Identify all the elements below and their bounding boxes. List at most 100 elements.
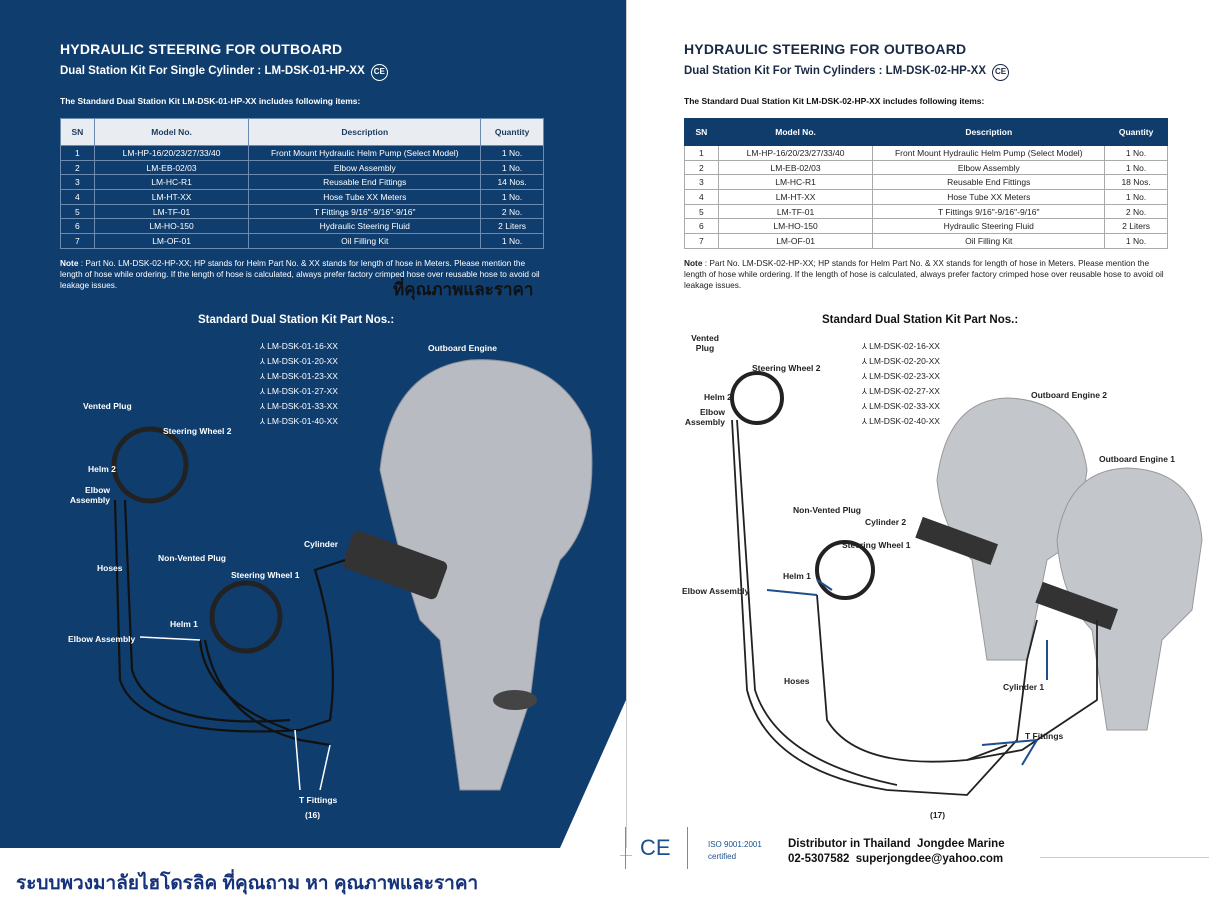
kit-intro: The Standard Dual Station Kit LM-DSK-01-… — [60, 96, 361, 106]
cylinder-shape — [342, 530, 448, 600]
table-cell: 1 No. — [480, 233, 544, 249]
column-header: Description — [872, 118, 1106, 146]
parts-title: Standard Dual Station Kit Part Nos.: — [198, 314, 395, 326]
iso-badge: ISO 9001:2001 certified — [708, 839, 762, 863]
certified-text: certified — [708, 852, 737, 861]
cylinder-2-shape — [915, 516, 999, 565]
label-non-vented-plug: Non-Vented Plug — [793, 505, 861, 515]
label-cylinder-1: Cylinder 1 — [1003, 682, 1045, 692]
part-number-item: LM-DSK-01-20-XX — [260, 354, 338, 369]
column-header: Model No. — [717, 118, 874, 146]
part-number-item: LM-DSK-01-27-XX — [260, 384, 338, 399]
label-helm-1: Helm 1 — [783, 571, 811, 581]
part-number-item: LM-DSK-02-33-XX — [862, 399, 940, 414]
steering-wheel-2-shape — [730, 371, 784, 425]
note: Note : Part No. LM-DSK-02-HP-XX; HP stan… — [60, 258, 550, 291]
iso-text: ISO 9001:2001 — [708, 840, 762, 849]
label-vented-plug: Vented Plug — [83, 401, 132, 411]
diagram-twin-cylinders — [730, 371, 1203, 796]
hoses-shape — [113, 499, 346, 747]
steering-wheel-2-shape — [111, 426, 189, 504]
distributor-name: Distributor in Thailand Jongdee Marine — [788, 838, 1005, 850]
part-number-item: LM-DSK-01-33-XX — [260, 399, 338, 414]
watermark: ที่คุณภาพและราคา — [393, 280, 534, 299]
label-outboard-engine-1: Outboard Engine 1 — [1099, 454, 1176, 464]
column-header: Quantity — [480, 118, 544, 146]
note-label: Note — [684, 258, 703, 268]
column-header: Model No. — [93, 118, 250, 146]
subtitle-text: Dual Station Kit For Twin Cylinders : LM… — [684, 65, 986, 77]
distributor-contact: 02-5307582 superjongdee@yahoo.com — [788, 853, 1004, 865]
label-helm-2: Helm 2 — [704, 392, 732, 402]
label-vented-plug: Vented Plug — [691, 333, 719, 353]
label-hoses: Hoses — [784, 676, 810, 686]
part-numbers-list: LM-DSK-02-16-XXLM-DSK-02-20-XXLM-DSK-02-… — [862, 339, 940, 429]
label-steering-wheel-1: Steering Wheel 1 — [231, 570, 300, 580]
table-cell: 7 — [60, 233, 95, 249]
label-elbow-assembly-1: Elbow Assembly — [682, 586, 750, 596]
label-helm-1: Helm 1 — [170, 619, 198, 629]
right-page: HYDRAULIC STEERING FOR OUTBOARD Dual Sta… — [626, 0, 1209, 848]
footer: CE ISO 9001:2001 certified Distributor in… — [620, 825, 1209, 870]
label-cylinder-2: Cylinder 2 — [865, 517, 907, 527]
page-title: HYDRAULIC STEERING FOR OUTBOARD — [60, 41, 343, 57]
part-number-item: LM-DSK-02-16-XX — [862, 339, 940, 354]
note-label: Note — [60, 258, 79, 268]
left-page: HYDRAULIC STEERING FOR OUTBOARD Dual Sta… — [0, 0, 626, 848]
column-header: SN — [60, 118, 95, 146]
label-steering-wheel-2: Steering Wheel 2 — [163, 426, 232, 436]
label-outboard-engine-2: Outboard Engine 2 — [1031, 390, 1108, 400]
subtitle-text: Dual Station Kit For Single Cylinder : L… — [60, 65, 365, 77]
note-text: : Part No. LM-DSK-02-HP-XX; HP stands fo… — [60, 258, 540, 290]
label-elbow-assembly-1: Elbow Assembly — [68, 634, 136, 644]
part-number-item: LM-DSK-02-23-XX — [862, 369, 940, 384]
propeller-shape — [493, 690, 537, 710]
column-header: Description — [248, 118, 482, 146]
callout-arrows — [139, 636, 331, 791]
hoses-shape — [731, 419, 1098, 796]
kit-intro: The Standard Dual Station Kit LM-DSK-02-… — [684, 96, 985, 106]
callout-arrows — [766, 579, 1048, 766]
steering-wheel-1-shape — [209, 580, 283, 654]
table-cell: Oil Filling Kit — [872, 233, 1106, 249]
page-number: (16) — [305, 810, 321, 820]
part-number-item: LM-DSK-02-40-XX — [862, 414, 940, 429]
parts-title: Standard Dual Station Kit Part Nos.: — [822, 314, 1019, 326]
label-cylinder: Cylinder — [304, 539, 339, 549]
note: Note : Part No. LM-DSK-02-HP-XX; HP stan… — [684, 258, 1174, 291]
part-number-item: LM-DSK-02-20-XX — [862, 354, 940, 369]
page-subtitle: Dual Station Kit For Twin Cylinders : LM… — [684, 64, 1009, 81]
column-header: Quantity — [1104, 118, 1168, 146]
table-cell: 1 No. — [1104, 233, 1168, 249]
label-elbow-assembly-2: Elbow Assembly — [69, 485, 110, 505]
ce-logo-icon: CE — [640, 835, 671, 860]
part-numbers-list: LM-DSK-01-16-XXLM-DSK-01-20-XXLM-DSK-01-… — [260, 339, 338, 429]
part-number-item: LM-DSK-02-27-XX — [862, 384, 940, 399]
steering-wheel-1-shape — [815, 540, 875, 600]
part-number-item: LM-DSK-01-23-XX — [260, 369, 338, 384]
label-hoses: Hoses — [97, 563, 123, 573]
table-cell: 7 — [684, 233, 719, 249]
label-steering-wheel-2: Steering Wheel 2 — [752, 363, 821, 373]
page-title: HYDRAULIC STEERING FOR OUTBOARD — [684, 41, 967, 57]
ce-mark-icon: CE — [370, 64, 388, 81]
page-subtitle: Dual Station Kit For Single Cylinder : L… — [60, 64, 388, 81]
caption: ระบบพวงมาลัยไฮโดรลิค ที่คุณถาม หา คุณภาพ… — [16, 873, 479, 894]
diagram-single-cylinder — [111, 359, 593, 791]
note-text: : Part No. LM-DSK-02-HP-XX; HP stands fo… — [684, 258, 1164, 290]
part-number-item: LM-DSK-01-16-XX — [260, 339, 338, 354]
ce-mark-icon: CE — [992, 64, 1009, 81]
label-elbow-assembly-2: Elbow Assembly — [684, 407, 725, 427]
cylinder-1-shape — [1035, 581, 1119, 630]
page-number: (17) — [930, 810, 946, 820]
part-number-item: LM-DSK-01-40-XX — [260, 414, 338, 429]
label-helm-2: Helm 2 — [88, 464, 116, 474]
